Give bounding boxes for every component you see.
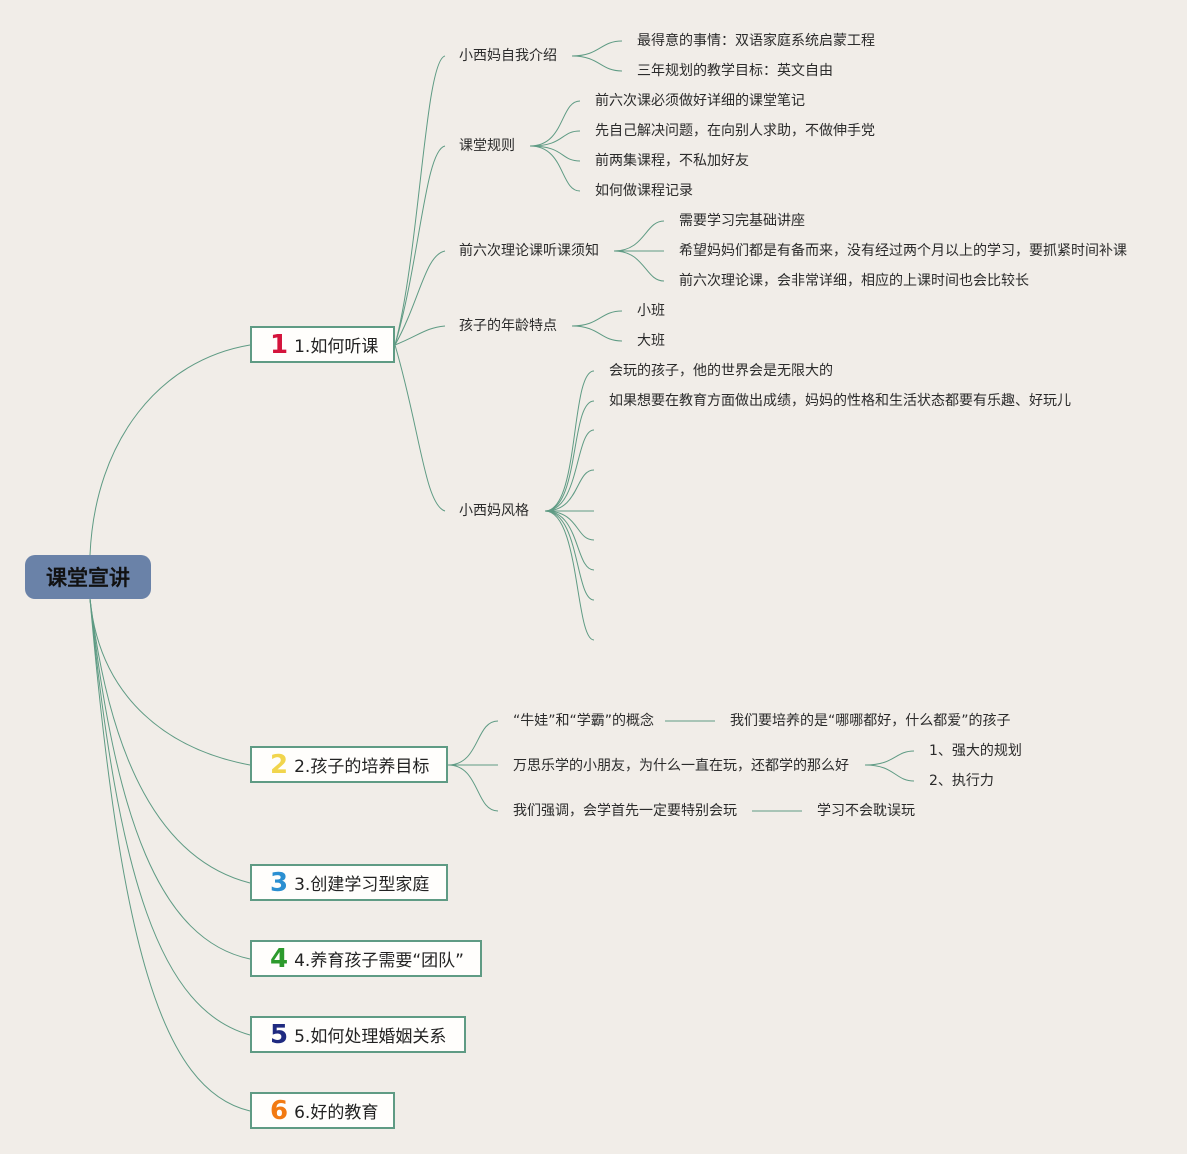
branch-label: 1.如何听课 — [294, 337, 379, 357]
branch-label: 5.如何处理婚姻关系 — [294, 1027, 447, 1047]
subtopic[interactable]: 2、执行力 — [929, 773, 994, 789]
subtopic[interactable]: 我们要培养的是“哪哪都好，什么都爱”的孩子 — [730, 713, 1011, 729]
branch-label: 6.好的教育 — [294, 1103, 379, 1123]
branch-label: 2.孩子的培养目标 — [294, 757, 430, 777]
branch-5[interactable]: 5 5.如何处理婚姻关系 — [250, 1016, 466, 1053]
subtopic[interactable]: 如何做课程记录 — [595, 183, 693, 199]
subtopic[interactable]: 三年规划的教学目标：英文自由 — [637, 63, 833, 79]
topic-why-play[interactable]: 万思乐学的小朋友，为什么一直在玩，还都学的那么好 — [513, 758, 849, 774]
subtopic[interactable]: 小班 — [637, 303, 665, 319]
subtopic[interactable]: 最得意的事情：双语家庭系统启蒙工程 — [637, 33, 875, 49]
branch-label: 4.养育孩子需要“团队” — [294, 951, 464, 971]
topic-concept[interactable]: “牛娃”和“学霸”的概念 — [513, 713, 655, 729]
topic-theory-notice[interactable]: 前六次理论课听课须知 — [459, 243, 599, 259]
branch-label: 3.创建学习型家庭 — [294, 875, 430, 895]
branch-1[interactable]: 1 1.如何听课 — [250, 326, 395, 363]
subtopic[interactable]: 需要学习完基础讲座 — [679, 213, 805, 229]
subtopic[interactable]: 先自己解决问题，在向别人求助，不做伸手党 — [595, 123, 875, 139]
topic-play-first[interactable]: 我们强调，会学首先一定要特别会玩 — [513, 803, 737, 819]
number-6-icon: 6 — [270, 1095, 289, 1126]
topic-age-traits[interactable]: 孩子的年龄特点 — [459, 318, 557, 334]
root-topic[interactable]: 课堂宣讲 — [25, 555, 151, 599]
branch-3[interactable]: 3 3.创建学习型家庭 — [250, 864, 448, 901]
branch-2[interactable]: 2 2.孩子的培养目标 — [250, 746, 448, 783]
number-1-icon: 1 — [270, 329, 289, 360]
topic-self-intro[interactable]: 小西妈自我介绍 — [459, 48, 557, 64]
branch-6[interactable]: 6 6.好的教育 — [250, 1092, 395, 1129]
number-5-icon: 5 — [270, 1019, 289, 1050]
subtopic[interactable]: 希望妈妈们都是有备而来，没有经过两个月以上的学习，要抓紧时间补课 — [679, 243, 1127, 259]
branch-4[interactable]: 4 4.养育孩子需要“团队” — [250, 940, 482, 977]
topic-style[interactable]: 小西妈风格 — [459, 503, 529, 519]
subtopic[interactable]: 学习不会耽误玩 — [817, 803, 915, 819]
subtopic[interactable]: 前两集课程，不私加好友 — [595, 153, 749, 169]
subtopic[interactable]: 前六次理论课，会非常详细，相应的上课时间也会比较长 — [679, 273, 1029, 289]
subtopic[interactable]: 会玩的孩子，他的世界会是无限大的 — [609, 363, 833, 379]
subtopic[interactable]: 前六次课必须做好详细的课堂笔记 — [595, 93, 805, 109]
number-2-icon: 2 — [270, 749, 289, 780]
number-4-icon: 4 — [270, 943, 289, 974]
number-3-icon: 3 — [270, 867, 289, 898]
subtopic[interactable]: 如果想要在教育方面做出成绩，妈妈的性格和生活状态都要有乐趣、好玩儿 — [609, 393, 1071, 409]
subtopic[interactable]: 大班 — [637, 333, 665, 349]
topic-class-rules[interactable]: 课堂规则 — [459, 138, 515, 154]
subtopic[interactable]: 1、强大的规划 — [929, 743, 1022, 759]
